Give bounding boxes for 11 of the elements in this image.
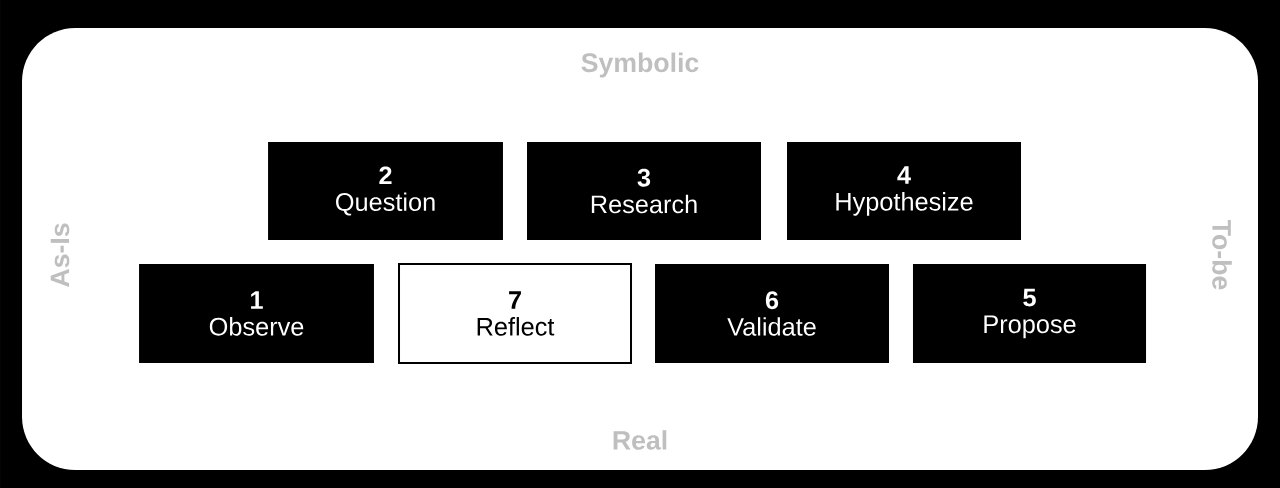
step-box: 1 Observe (139, 264, 374, 363)
axis-label: To-be (1212, 220, 1232, 290)
step-box: 4 Hypothesize (787, 142, 1021, 240)
axis-label: As-Is (50, 223, 70, 287)
axis-label: Real (613, 430, 667, 450)
step-box: 6 Validate (655, 264, 889, 363)
step-box: 2 Question (268, 142, 503, 240)
axis-label: Symbolic (581, 52, 699, 78)
step-box: 7 Reflect (398, 263, 632, 364)
step-box: 3 Research (527, 142, 761, 240)
step-box: 5 Propose (912, 264, 1147, 363)
